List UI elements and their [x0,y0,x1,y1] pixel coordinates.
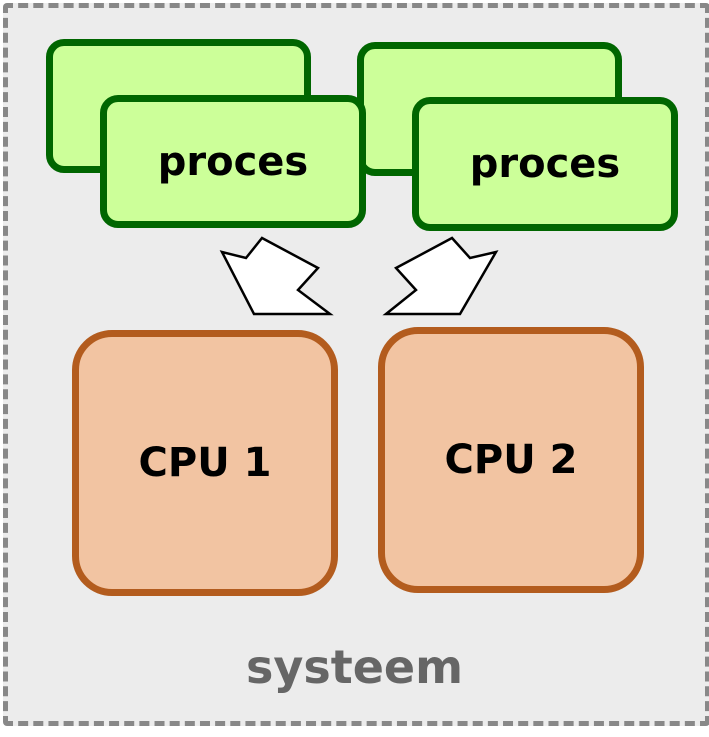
cpu-label: CPU 1 [138,440,272,486]
process-box-front-left: proces [100,95,366,228]
process-label: proces [157,138,309,185]
cpu-box-1: CPU 1 [72,330,338,596]
cpu-box-2: CPU 2 [378,327,644,593]
process-label: proces [469,141,621,187]
arrow-right [382,236,499,316]
process-box-front-right: proces [412,97,678,231]
cpu-label: CPU 2 [444,437,578,483]
system-label: systeem [245,640,464,694]
arrow-left [219,236,334,316]
